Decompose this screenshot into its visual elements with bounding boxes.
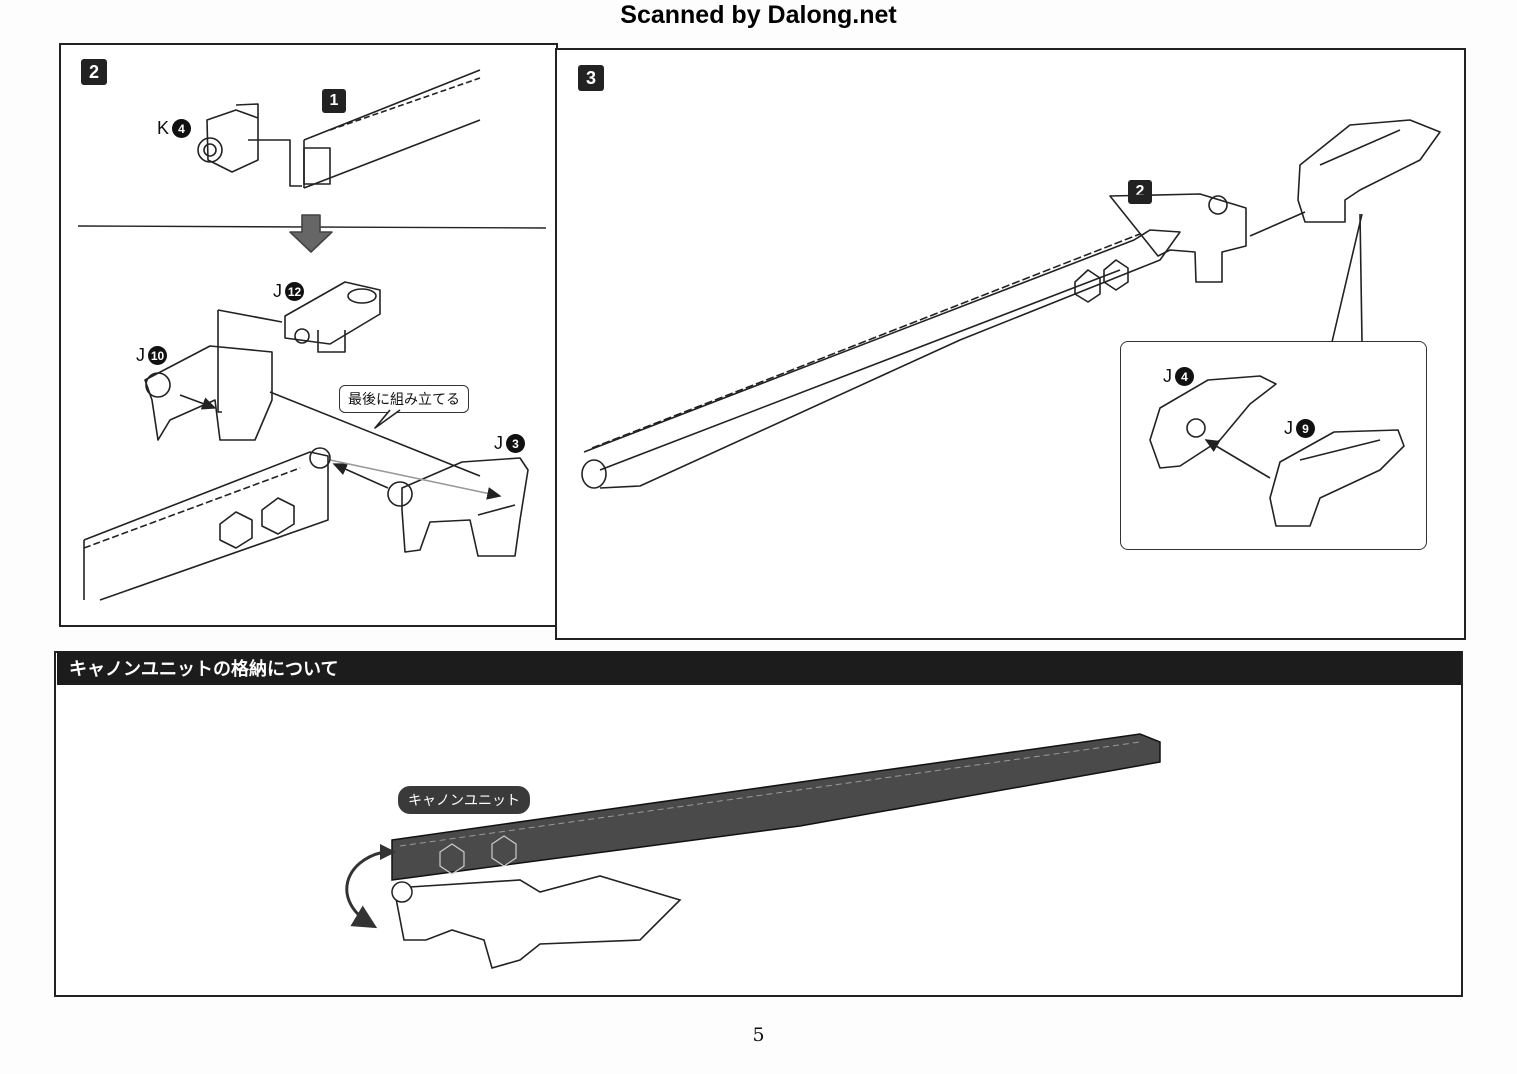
part-j3-drawing — [387, 457, 529, 557]
sub-assembly-2-badge: 2 — [1128, 180, 1152, 204]
inset-j9-drawing — [1204, 429, 1405, 527]
part-j10-drawing — [144, 309, 481, 477]
page-number: 5 — [752, 1024, 765, 1046]
storage-section-title: キャノンユニットの格納について — [57, 651, 1461, 685]
scan-credit: Scanned by Dalong.net — [620, 1, 897, 29]
step3-barrel-drawing — [581, 193, 1306, 489]
barrel-segment-drawing — [303, 69, 481, 189]
step-3-badge: 3 — [578, 65, 604, 91]
cannon-unit-label: キャノンユニット — [398, 786, 530, 814]
step-2-badge: 2 — [81, 59, 107, 85]
step3-tip-drawing — [1297, 119, 1441, 343]
storage-cannon-unit-drawing — [345, 733, 1161, 969]
assemble-last-callout: 最後に組み立てる — [339, 385, 469, 413]
part-k4-drawing — [197, 103, 302, 187]
inset-j4-drawing — [1149, 375, 1277, 469]
part-j12-drawing — [284, 281, 381, 353]
sub-assembly-1-badge: 1 — [322, 89, 346, 113]
barrel-lower-drawing — [83, 447, 331, 601]
